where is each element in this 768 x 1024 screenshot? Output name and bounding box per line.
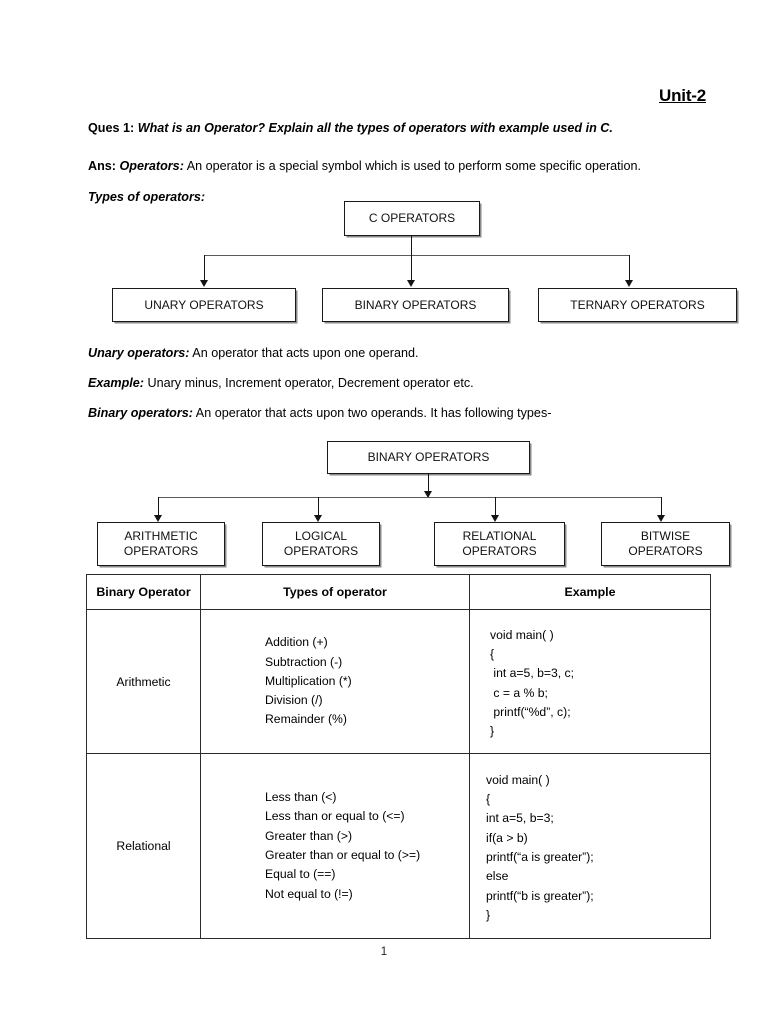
node-label: BINARY OPERATORS	[367, 450, 490, 464]
node-label-line1: LOGICAL	[294, 529, 348, 543]
answer-line: Ans: Operators: An operator is a special…	[88, 159, 641, 174]
cell-example-code: void main( ) { int a=5, b=3, c; c = a % …	[469, 609, 711, 754]
diagram-node-arithmetic-operators: ARITHMETIC OPERATORS	[97, 522, 225, 566]
operator-types-list: Addition (+) Subtraction (-) Multiplicat…	[201, 633, 469, 729]
connector-branch-3	[629, 255, 631, 282]
answer-term: Operators:	[119, 159, 184, 173]
table-header-row: Binary Operator Types of operator Exampl…	[86, 574, 711, 610]
connector-binary-branch-2	[318, 497, 320, 518]
diagram-node-binary-operators: BINARY OPERATORS	[322, 288, 509, 322]
arrow-branch-2	[407, 280, 415, 287]
list-item: Less than (<)	[265, 790, 337, 805]
connector-binary-bus	[158, 497, 661, 499]
answer-text: An operator is a special symbol which is…	[186, 159, 641, 173]
example-line: Example: Unary minus, Increment operator…	[88, 376, 474, 391]
connector-branch-1	[204, 255, 206, 282]
diagram-node-ternary-operators: TERNARY OPERATORS	[538, 288, 737, 322]
binary-text: An operator that acts upon two operands.…	[195, 406, 552, 420]
unary-text: An operator that acts upon one operand.	[192, 346, 419, 360]
diagram-node-bitwise-operators: BITWISE OPERATORS	[601, 522, 730, 566]
question-line: Ques 1: What is an Operator? Explain all…	[88, 121, 613, 136]
connector-binary-branch-3	[495, 497, 497, 518]
page-title: Unit-2	[659, 86, 706, 105]
arrow-binary-branch-2	[314, 515, 322, 522]
connector-binary-branch-1	[158, 497, 160, 518]
operators-table: Binary Operator Types of operator Exampl…	[86, 574, 711, 939]
types-heading-text: Types of operators:	[88, 190, 206, 204]
cell-operator-name: Relational	[86, 753, 201, 939]
diagram-node-unary-operators: UNARY OPERATORS	[112, 288, 296, 322]
node-label-line2: OPERATORS	[283, 544, 359, 558]
list-item: Equal to (==)	[265, 867, 336, 882]
table-row: Relational Less than (<) Less than or eq…	[86, 753, 711, 939]
table-header-binary-operator: Binary Operator	[86, 574, 201, 610]
arrow-branch-3	[625, 280, 633, 287]
list-item: Remainder (%)	[265, 712, 347, 727]
list-item: Addition (+)	[265, 635, 328, 650]
node-label: UNARY OPERATORS	[144, 297, 264, 312]
table-row: Arithmetic Addition (+) Subtraction (-) …	[86, 609, 711, 754]
arrow-binary-stem	[424, 491, 432, 498]
node-label-line2: OPERATORS	[462, 544, 537, 558]
table-header-example: Example	[469, 574, 711, 610]
connector-branch-2	[411, 255, 413, 282]
node-label: BINARY OPERATORS	[354, 297, 477, 312]
list-item: Subtraction (-)	[265, 654, 343, 669]
node-label-line2: OPERATORS	[123, 544, 199, 558]
code-block: void main( ) { int a=5, b=3; if(a > b) p…	[486, 772, 594, 922]
node-label: TERNARY OPERATORS	[570, 297, 705, 312]
connector-binary-stem	[428, 474, 430, 497]
diagram-node-c-operators: C OPERATORS	[344, 201, 480, 236]
binary-operators-line: Binary operators: An operator that acts …	[88, 406, 551, 421]
connector-binary-branch-4	[661, 497, 663, 518]
list-item: Greater than or equal to (>=)	[265, 848, 421, 862]
list-item: Greater than (>)	[265, 828, 353, 843]
cell-example-code: void main( ) { int a=5, b=3; if(a > b) p…	[469, 753, 711, 939]
node-label-line1: BITWISE	[640, 529, 691, 543]
list-item: Less than or equal to (<=)	[265, 809, 405, 824]
node-label-line1: RELATIONAL	[462, 529, 537, 543]
diagram-node-logical-operators: LOGICAL OPERATORS	[262, 522, 380, 566]
list-item: Multiplication (*)	[265, 673, 352, 688]
arrow-binary-branch-3	[491, 515, 499, 522]
page-number: 1	[380, 946, 388, 958]
question-text: What is an Operator? Explain all the typ…	[137, 121, 613, 135]
node-label-line2: OPERATORS	[628, 544, 703, 558]
diagram-node-binary-root: BINARY OPERATORS	[327, 441, 530, 474]
list-item: Division (/)	[265, 693, 323, 708]
node-label: C OPERATORS	[368, 211, 456, 225]
arrow-branch-1	[200, 280, 208, 287]
cell-operator-name: Arithmetic	[86, 609, 201, 754]
binary-term: Binary operators:	[88, 406, 193, 420]
list-item: Not equal to (!=)	[265, 886, 353, 901]
types-of-operators-heading: Types of operators:	[88, 190, 205, 205]
arrow-binary-branch-1	[154, 515, 162, 522]
arrow-binary-branch-4	[657, 515, 665, 522]
cell-operator-types: Addition (+) Subtraction (-) Multiplicat…	[200, 609, 470, 754]
node-label-line1: ARITHMETIC	[124, 529, 198, 543]
code-block: void main( ) { int a=5, b=3, c; c = a % …	[490, 627, 575, 739]
diagram-node-relational-operators: RELATIONAL OPERATORS	[434, 522, 565, 566]
unary-operators-line: Unary operators: An operator that acts u…	[88, 346, 418, 361]
connector-root-stem	[411, 236, 413, 255]
table-header-types-of-operator: Types of operator	[200, 574, 470, 610]
operator-types-list: Less than (<) Less than or equal to (<=)…	[201, 788, 469, 904]
connector-bus	[204, 255, 629, 257]
cell-operator-types: Less than (<) Less than or equal to (<=)…	[200, 753, 470, 939]
example-text: Unary minus, Increment operator, Decreme…	[147, 376, 474, 390]
question-label: Ques 1:	[88, 121, 135, 135]
unary-term: Unary operators:	[88, 346, 190, 360]
example-term: Example:	[88, 376, 144, 390]
answer-label: Ans:	[88, 159, 116, 173]
